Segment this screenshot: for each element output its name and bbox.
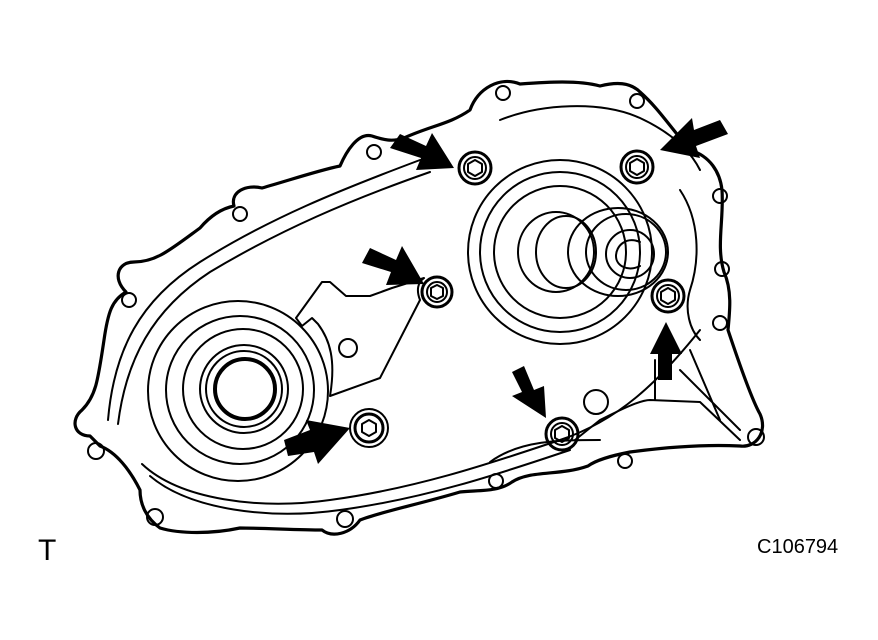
right-output-shaft	[467, 159, 669, 345]
center-bracket	[295, 277, 425, 397]
arrow-icon	[512, 366, 546, 418]
bolt-top-left	[457, 150, 493, 186]
left-shaft-seal	[147, 300, 329, 482]
bolt-bottom	[544, 416, 580, 452]
arrow-icon	[660, 118, 728, 158]
arrow-icon	[650, 322, 682, 380]
bolts	[349, 149, 686, 452]
view-code-label: T	[38, 534, 57, 567]
arrow-icon	[284, 420, 350, 464]
bolt-lower-left	[349, 408, 389, 448]
lug-holes	[87, 85, 765, 528]
arrow-icon	[390, 133, 454, 170]
callout-arrows	[284, 118, 728, 464]
bolt-right	[650, 278, 686, 314]
figure-id-label: C106794	[757, 536, 839, 558]
bolt-middle	[420, 275, 454, 309]
bolt-top-right	[619, 149, 655, 185]
case-outer-outline	[73, 79, 765, 536]
arrow-icon	[362, 246, 424, 285]
case-inner-flange	[107, 159, 421, 421]
